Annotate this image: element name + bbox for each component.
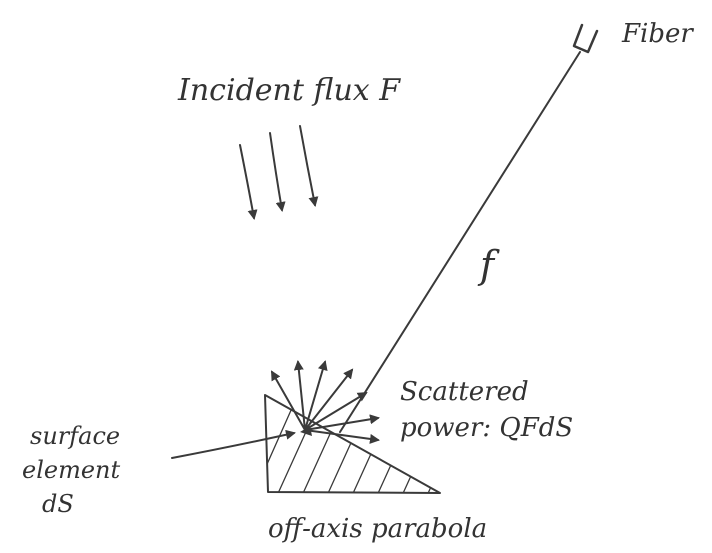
surface-element-label: surface element dS (22, 422, 128, 518)
scatter-arrow (304, 360, 328, 431)
incident-arrow (299, 125, 319, 207)
scatter-arrow (304, 429, 380, 444)
incident-arrow (269, 132, 286, 212)
scattered-power-label: Scattered power: QFdS (400, 377, 573, 443)
scatter-arrow (304, 391, 368, 431)
off-axis-parabola-label: off-axis parabola (268, 514, 487, 544)
incident-arrow (239, 144, 258, 220)
fiber-label: Fiber (621, 19, 694, 49)
scatter-arrow (304, 414, 380, 431)
fiber-icon (572, 23, 599, 54)
scattered-arrows (271, 360, 380, 444)
surface-element-pointer (171, 429, 296, 459)
scatter-arrow (271, 370, 306, 431)
fiber-beam-line (339, 51, 581, 433)
scatter-arrow (293, 360, 306, 431)
focal-length-label: f (477, 243, 500, 287)
incident-flux-arrows (239, 125, 319, 220)
incident-flux-label: Incident flux F (177, 73, 401, 108)
scatter-arrow (304, 368, 354, 431)
